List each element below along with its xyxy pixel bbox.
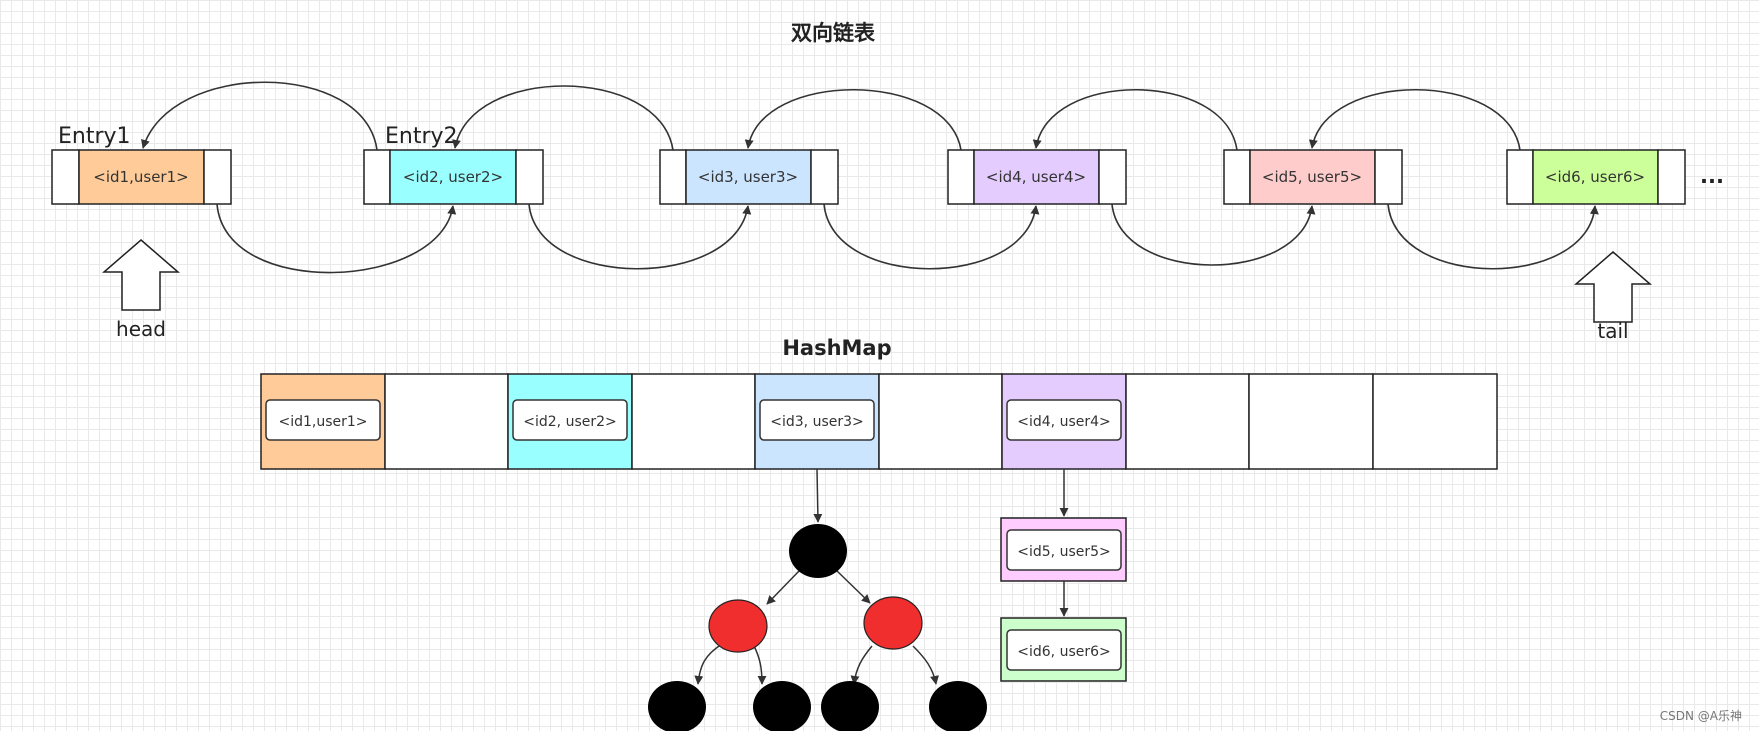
tail-arrow-icon — [1573, 251, 1653, 323]
next-link-4-5 — [1111, 203, 1316, 266]
entry-2: <id2, user2> Entry2 — [363, 124, 544, 205]
prev-link-5-4 — [1032, 89, 1238, 151]
chain-node-2: <id6, user6> — [1000, 617, 1127, 682]
entry-4: <id4, user4> — [947, 149, 1127, 205]
head-arrow-icon — [101, 239, 181, 311]
tree-node-black — [753, 681, 811, 731]
entry-next-pointer — [810, 149, 839, 205]
entry-next-pointer — [1657, 149, 1686, 205]
entry-data-cell — [389, 149, 517, 205]
tree-node-black — [648, 681, 706, 731]
entry-3: <id3, user3> — [659, 149, 839, 205]
tree-node-red — [863, 596, 923, 650]
entry-label: Entry1 — [58, 124, 131, 149]
bucket-node-text: <id1,user1> — [278, 414, 367, 430]
next-link-2-3 — [528, 203, 752, 270]
tree-edge — [835, 569, 871, 604]
prev-link-2-1 — [141, 81, 378, 151]
bucket-node-text: <id3, user3> — [770, 414, 864, 430]
prev-link-4-3 — [744, 89, 962, 151]
tree-node-black — [821, 681, 879, 731]
hashmap-title: HashMap — [782, 336, 891, 360]
entry-data-cell — [1532, 149, 1659, 205]
tree-edge — [694, 643, 723, 685]
bucket-node-text: <id4, user4> — [1017, 414, 1111, 430]
entry-text: <id1,user1> — [93, 168, 188, 186]
chain-node-1: <id5, user5> — [1000, 517, 1127, 582]
entry-prev-pointer — [1223, 149, 1251, 205]
chain-node-text: <id5, user5> — [1017, 544, 1111, 560]
entry-next-pointer — [1098, 149, 1127, 205]
linked-list-title: 双向链表 — [791, 21, 876, 45]
tail-label: tail — [1597, 319, 1628, 343]
bucket-5 — [878, 373, 1003, 470]
tree-node-red — [708, 599, 768, 653]
tree-edge — [766, 569, 801, 605]
tree-node-black — [929, 681, 987, 731]
bucket-node-4: <id3, user3> — [759, 399, 875, 441]
entry-data-cell — [685, 149, 812, 205]
entry-text: <id5, user5> — [1262, 168, 1362, 186]
next-link-1-2 — [216, 203, 457, 274]
prev-link-6-5 — [1308, 89, 1521, 151]
entry-6: <id6, user6> — [1506, 149, 1686, 205]
entry-5: <id5, user5> — [1223, 149, 1403, 205]
entry-next-pointer — [1374, 149, 1403, 205]
bucket-8 — [1248, 373, 1374, 470]
bucket-node-0: <id1,user1> — [265, 399, 381, 441]
entry-1: <id1,user1> Entry1 — [51, 124, 232, 205]
next-link-3-4 — [823, 203, 1040, 270]
tree-edge — [850, 645, 873, 685]
head-label: head — [116, 317, 166, 341]
entry-text: <id3, user3> — [698, 168, 798, 186]
entry-data-cell — [78, 149, 205, 205]
entry-next-pointer — [203, 149, 232, 205]
entry-prev-pointer — [363, 149, 391, 205]
bucket-7 — [1125, 373, 1250, 470]
bucket-node-2: <id2, user2> — [512, 399, 628, 441]
ellipsis: ... — [1700, 164, 1724, 188]
red-black-tree — [648, 468, 987, 731]
tree-edge — [753, 645, 767, 685]
tree-entry-arrow — [813, 468, 823, 523]
bucket-9 — [1372, 373, 1498, 470]
entry-data-cell — [1249, 149, 1376, 205]
chain-node-text: <id6, user6> — [1017, 644, 1111, 660]
entry-prev-pointer — [51, 149, 80, 205]
tree-edge — [912, 645, 939, 685]
entry-next-pointer — [515, 149, 544, 205]
bucket-1 — [384, 373, 509, 470]
watermark: CSDN @A乐神 — [1660, 709, 1742, 723]
hashmap-array — [260, 373, 1498, 470]
entry-text: <id2, user2> — [403, 168, 503, 186]
bucket-node-6: <id4, user4> — [1006, 399, 1122, 441]
entry-prev-pointer — [1506, 149, 1534, 205]
prev-link-3-2 — [452, 85, 674, 151]
tree-node-black — [789, 524, 847, 578]
bucket-3 — [631, 373, 756, 470]
entry-text: <id4, user4> — [986, 168, 1086, 186]
entry-prev-pointer — [659, 149, 687, 205]
next-link-5-6 — [1387, 203, 1599, 270]
bucket-node-text: <id2, user2> — [523, 414, 617, 430]
entry-prev-pointer — [947, 149, 975, 205]
entry-label: Entry2 — [385, 124, 458, 149]
entry-text: <id6, user6> — [1545, 168, 1645, 186]
